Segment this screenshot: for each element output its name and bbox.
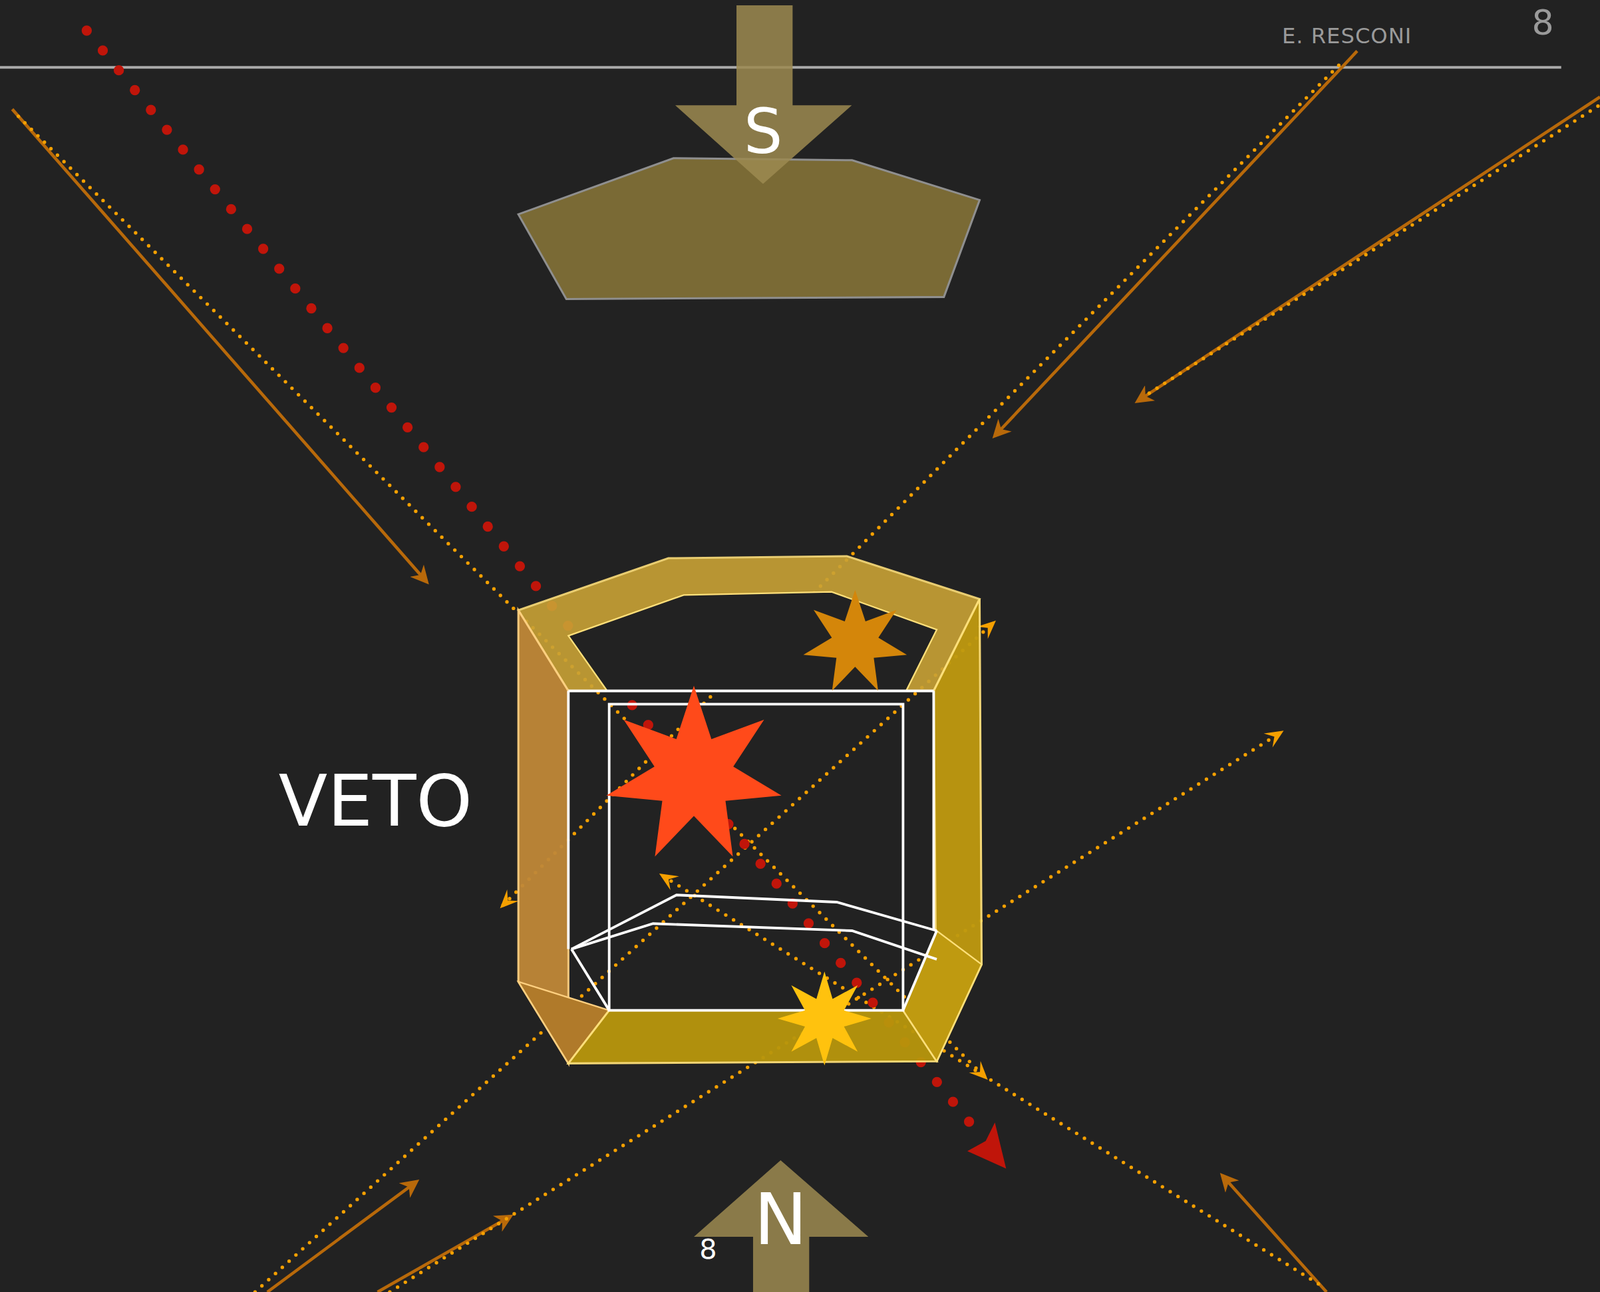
particle-track [1144, 106, 1599, 397]
incoming-particle [994, 51, 1357, 436]
muon-arrowhead [967, 1122, 1006, 1169]
track-arrowhead [968, 1061, 988, 1080]
interaction-star [777, 971, 872, 1066]
incoming-particle [267, 1181, 417, 1292]
track-arrowhead [1264, 730, 1284, 748]
veto-label: VETO [278, 765, 473, 837]
track-arrowhead [659, 873, 680, 891]
direction-arrow: N [693, 1160, 869, 1292]
particle-track [500, 65, 1340, 909]
pole-label: N [753, 1183, 807, 1255]
particle-tracks [11, 30, 1600, 1292]
page-number: 8 [1532, 5, 1555, 40]
particle-track [18, 116, 988, 1080]
shield-block [518, 158, 980, 300]
incoming-particle [1137, 97, 1600, 402]
particle-track [254, 620, 996, 1292]
track-arrowhead [500, 889, 519, 909]
pole-label: S [743, 101, 783, 163]
interaction-star [803, 590, 908, 692]
author-label: E. RESCONI [1281, 25, 1412, 47]
incoming-particle [1222, 1175, 1326, 1292]
direction-arrow: S [675, 5, 852, 184]
interaction-stars [606, 590, 907, 1066]
particle-track [659, 873, 1319, 1284]
interaction-star [606, 685, 782, 857]
veto-detector [518, 556, 982, 1064]
incoming-particle [11, 109, 427, 582]
page-number: 8 [699, 1236, 717, 1264]
